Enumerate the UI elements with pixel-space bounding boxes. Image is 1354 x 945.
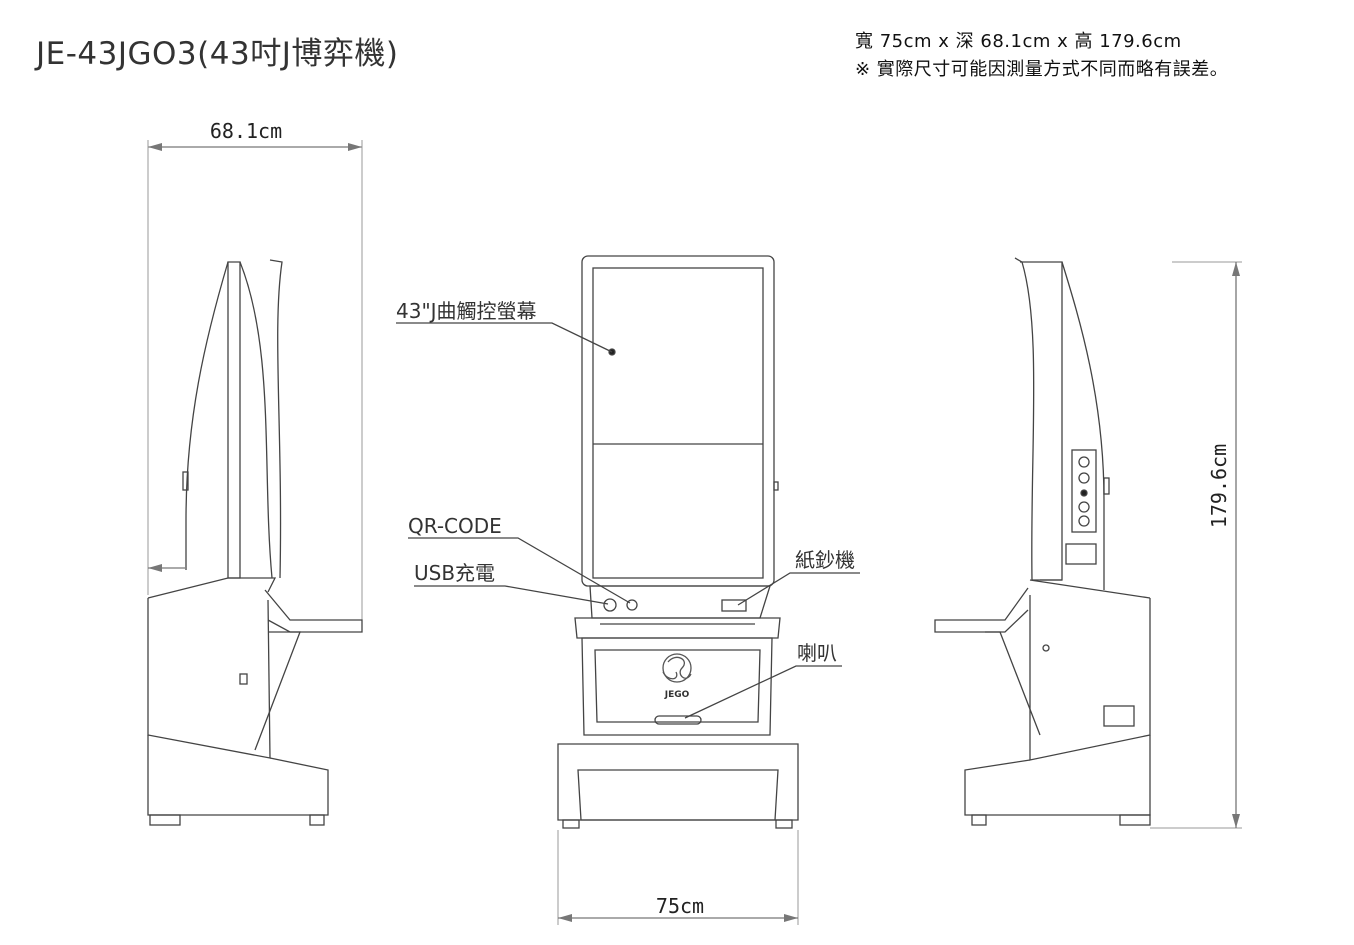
right-button-column: [1071, 449, 1097, 533]
front-control-deck: [574, 617, 781, 639]
logo-text: JEGO: [664, 690, 690, 700]
right-screen-rear-curve: [1061, 261, 1105, 590]
height-arrow-bottom: [1232, 814, 1240, 828]
right-control-panel: [934, 587, 1029, 633]
depth-arrow-left: [148, 143, 162, 151]
right-screen-front: [1014, 257, 1035, 581]
callout-speaker-label: 喇叭: [797, 641, 837, 665]
front-view: JEGO 75cm 43"J曲觸控螢幕 QR-CODE USB充電 紙鈔機 喇叭: [396, 255, 860, 925]
left-side-button: [182, 471, 189, 491]
spec-note: ※ 實際尺寸可能因測量方式不同而略有誤差。: [855, 59, 1229, 80]
callout-usb-label: USB充電: [414, 561, 495, 585]
right-button-5: [1078, 515, 1090, 527]
right-vent: [1103, 705, 1135, 727]
usb-port: [603, 598, 617, 612]
callout-qr-label: QR-CODE: [408, 514, 502, 538]
callout-qr-leader: [408, 537, 631, 604]
left-side-view: 68.1cm: [147, 119, 363, 826]
right-base: [964, 735, 1151, 816]
depth-label: 68.1cm: [210, 119, 282, 143]
spec-block: 寬 75cm x 深 68.1cm x 高 179.6cm ※ 實際尺寸可能因測…: [855, 28, 1228, 84]
left-screen-back-curve: [239, 261, 273, 579]
front-screen-clip: [773, 481, 779, 491]
right-foot-front: [971, 814, 987, 826]
front-foot-left: [562, 819, 580, 829]
callout-speaker-leader: [684, 665, 842, 719]
front-foot-right: [775, 819, 793, 829]
depth-arrow-lower-head: [148, 564, 162, 572]
front-speaker-grille: [654, 715, 702, 725]
height-arrow-top: [1232, 262, 1240, 276]
right-button-3: [1080, 489, 1088, 497]
depth-arrow-right: [348, 143, 362, 151]
right-lower-front: [985, 631, 1041, 736]
jego-logo-icon: [662, 653, 692, 683]
front-lower-cabinet: [581, 637, 773, 736]
spec-dimensions: 寬 75cm x 深 68.1cm x 高 179.6cm: [855, 31, 1182, 52]
callout-bill-label: 紙鈔機: [795, 548, 855, 572]
left-base: [147, 735, 329, 816]
front-screen-display: [592, 267, 764, 579]
right-bill-unit: [1065, 543, 1097, 565]
page-title: JE-43JGO3(43吋J博弈機): [36, 36, 399, 72]
width-arrow-left: [558, 914, 572, 922]
width-label: 75cm: [656, 894, 704, 918]
right-lock: [1042, 644, 1050, 652]
callout-screen-label: 43"J曲觸控螢幕: [396, 299, 537, 323]
left-screen-back-outer: [185, 261, 229, 570]
left-deck-slope: [147, 577, 277, 599]
height-label: 179.6cm: [1207, 444, 1231, 528]
callout-bill-leader: [737, 572, 860, 606]
left-lower-front: [254, 631, 301, 751]
callout-screen-leader: [396, 322, 613, 353]
left-cabinet-body: [147, 598, 271, 759]
left-screen-panel: [227, 261, 241, 579]
right-cabinet-body: [1029, 595, 1151, 761]
left-screen-front: [269, 259, 283, 579]
bill-acceptor-slot: [721, 599, 747, 612]
callout-usb-leader: [414, 585, 609, 605]
left-foot-front: [309, 814, 325, 826]
qr-reader: [626, 599, 638, 611]
right-side-view: 179.6cm: [934, 257, 1242, 829]
right-wheel-rear: [1119, 814, 1151, 826]
width-arrow-right: [784, 914, 798, 922]
front-base: [557, 743, 799, 821]
right-screen-back: [1020, 261, 1063, 581]
left-lock: [239, 673, 248, 685]
right-button-2: [1078, 472, 1090, 484]
front-base-inner: [577, 769, 779, 821]
right-button-4: [1078, 501, 1090, 513]
front-lower-panel: [594, 649, 761, 723]
right-deck-slope: [1029, 579, 1151, 599]
front-screen-frame: [581, 255, 775, 587]
left-wheel-rear: [149, 814, 181, 826]
right-side-button: [1103, 477, 1110, 495]
right-button-1: [1078, 456, 1090, 468]
left-control-panel: [264, 589, 363, 633]
